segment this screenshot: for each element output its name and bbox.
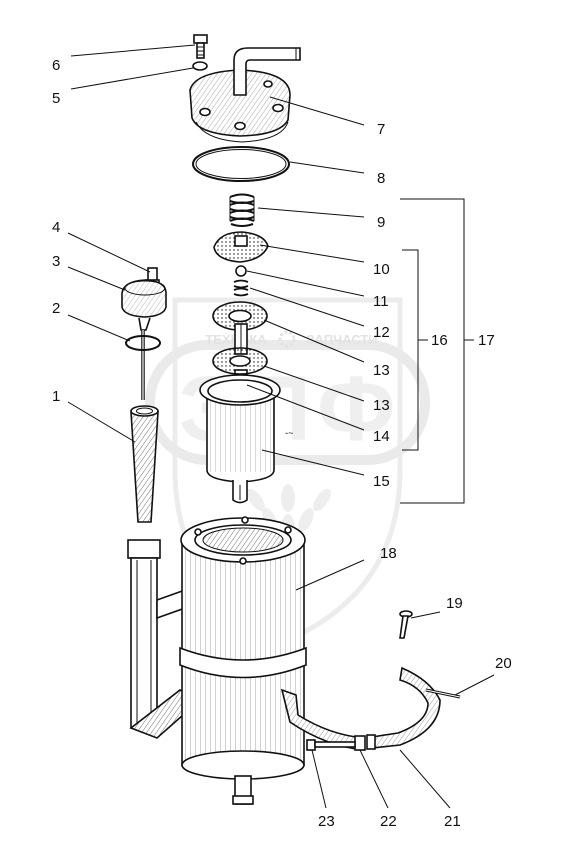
label-part-10: 10 xyxy=(373,261,390,278)
part-23-bolt xyxy=(306,739,356,751)
leader-lines xyxy=(67,44,495,809)
part-2-o-ring xyxy=(125,335,161,351)
label-part-14: 14 xyxy=(373,428,390,445)
label-part-20: 20 xyxy=(495,655,512,672)
part-labels: 6 5 7 8 9 10 11 12 13 13 14 15 16 17 4 3… xyxy=(52,57,512,830)
label-part-12: 12 xyxy=(373,324,390,341)
part-7-cover xyxy=(189,47,301,143)
part-19-pin xyxy=(399,610,413,639)
label-part-8: 8 xyxy=(377,170,385,187)
part-10-valve-plate xyxy=(213,231,269,263)
part-8-o-ring xyxy=(192,146,290,182)
part-13-lower-gasket xyxy=(212,347,268,375)
label-part-3: 3 xyxy=(52,253,60,270)
label-part-18: 18 xyxy=(380,545,397,562)
label-part-15: 15 xyxy=(373,473,390,490)
watermark-word-right: ЗАПЧАСТИ xyxy=(306,332,377,347)
part-3-housing xyxy=(121,279,167,400)
label-part-19: 19 xyxy=(446,595,463,612)
part-1-strainer-tube xyxy=(130,405,159,523)
part-21-clamp-strap xyxy=(371,666,461,749)
part-6-bolt xyxy=(193,34,208,59)
part-15-mark: -~ xyxy=(285,428,293,438)
label-part-9: 9 xyxy=(377,214,385,231)
label-part-16: 16 xyxy=(431,332,448,349)
part-15-filter-cup: -~ xyxy=(199,374,293,504)
watermark-gear-icon xyxy=(278,330,296,348)
label-part-17: 17 xyxy=(478,332,495,349)
label-part-22: 22 xyxy=(380,813,397,830)
label-part-21: 21 xyxy=(444,813,461,830)
label-part-13-lower: 13 xyxy=(373,397,390,414)
label-part-7: 7 xyxy=(377,121,385,138)
part-12-small-spring xyxy=(233,279,249,297)
label-part-11: 11 xyxy=(373,293,389,310)
watermark-logo-pill xyxy=(145,340,430,465)
label-part-5: 5 xyxy=(52,90,60,107)
label-part-6: 6 xyxy=(52,57,60,74)
part-13-upper-gasket xyxy=(212,301,268,331)
part-18-tank-body xyxy=(127,516,307,805)
label-part-1: 1 xyxy=(52,388,60,405)
label-part-4: 4 xyxy=(52,219,60,236)
part-5-washer xyxy=(192,61,208,71)
label-part-13-upper: 13 xyxy=(373,362,390,379)
label-part-23: 23 xyxy=(318,813,335,830)
part-9-spring xyxy=(229,193,255,227)
label-part-2: 2 xyxy=(52,300,60,317)
part-11-ball xyxy=(235,265,247,277)
